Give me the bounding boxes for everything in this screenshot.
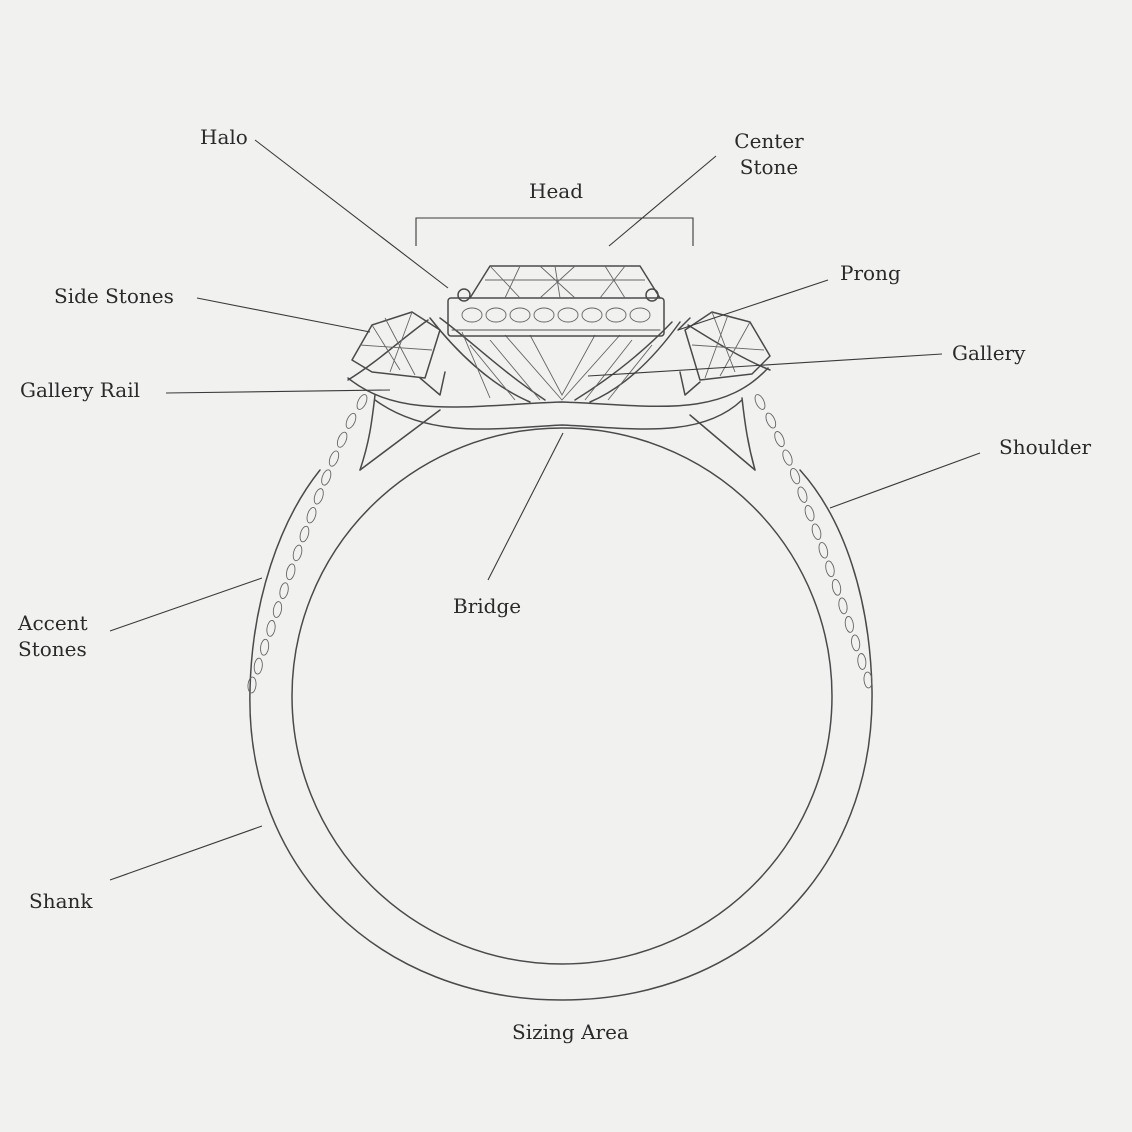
accent-stone — [356, 394, 368, 410]
gallery-wire-left — [347, 319, 429, 381]
accent-stones-right — [754, 394, 873, 689]
accent-stone — [782, 449, 793, 466]
gallery-rail-right-2 — [574, 321, 673, 401]
label-sizing-area: Sizing Area — [512, 1020, 629, 1044]
halo-stones — [461, 307, 651, 323]
accent-stone — [804, 505, 815, 522]
accent-stone — [851, 634, 861, 652]
accent-stone — [260, 638, 270, 656]
shank-left-rise — [249, 469, 321, 691]
halo-stone — [533, 307, 555, 323]
shank-outer-edge — [249, 469, 873, 1001]
accent-stone — [825, 560, 835, 578]
center-stone — [469, 265, 661, 299]
right-shoulder-inner — [689, 414, 756, 471]
halo-stone — [557, 307, 579, 323]
accent-stone — [292, 544, 303, 562]
center-stone-crown — [469, 265, 661, 299]
accent-stone — [266, 620, 276, 637]
accent-stone — [306, 507, 317, 524]
gallery-wire-right — [687, 324, 771, 371]
accent-stone — [321, 469, 332, 486]
label-center-stone: Center Stone — [734, 129, 804, 179]
left-shoulder — [359, 394, 376, 471]
accent-stone — [247, 676, 257, 694]
halo-stone — [629, 307, 651, 323]
label-halo: Halo — [200, 125, 248, 149]
leader-prong — [677, 279, 829, 331]
label-shoulder: Shoulder — [999, 435, 1092, 459]
gallery-rail-left — [429, 317, 531, 403]
leader-bridge — [487, 432, 564, 581]
gallery-rail-left-2 — [439, 317, 546, 401]
label-head: Head — [529, 179, 584, 203]
label-accent-stones: Accent Stones — [18, 611, 88, 661]
side-stone-right — [679, 311, 771, 396]
prongs — [457, 288, 691, 331]
accent-stone — [838, 597, 848, 615]
leader-shoulder — [829, 452, 981, 509]
side-stone-left — [351, 311, 446, 396]
accent-stone — [765, 412, 777, 429]
leader-center-stone — [608, 155, 717, 247]
accent-stone — [272, 601, 283, 618]
halo-stone — [509, 307, 531, 323]
leader-gallery — [587, 353, 943, 377]
accent-stone — [299, 525, 310, 543]
accent-stone — [797, 486, 808, 503]
halo-stone — [581, 307, 603, 323]
accent-stone — [857, 653, 867, 670]
shank-inner-circle — [291, 427, 833, 965]
leader-side-stones — [196, 297, 371, 333]
accent-stone — [844, 616, 854, 633]
accent-stone — [313, 488, 324, 505]
gallery-rail-right — [589, 321, 681, 403]
bridge — [347, 367, 769, 430]
leader-shank — [109, 825, 263, 881]
label-prong: Prong — [840, 261, 901, 285]
label-side-stones: Side Stones — [54, 284, 174, 308]
label-shank: Shank — [29, 889, 93, 913]
head-bracket — [415, 217, 694, 246]
accent-stone — [818, 542, 829, 559]
halo — [447, 297, 665, 337]
accent-stone — [253, 657, 263, 675]
accent-stone — [754, 394, 766, 410]
halo-frame — [447, 297, 665, 337]
right-shoulder — [741, 397, 756, 471]
halo-stone — [485, 307, 507, 323]
leader-halo — [254, 139, 449, 289]
accent-stone — [286, 563, 296, 581]
gallery — [461, 331, 653, 401]
left-shoulder-inner — [359, 409, 441, 471]
accent-stone — [831, 579, 842, 596]
shoulders — [359, 394, 756, 471]
accent-stone — [811, 523, 822, 540]
bridge-lower-arch — [374, 399, 743, 430]
halo-stone — [605, 307, 627, 323]
accent-stone — [790, 468, 801, 485]
leader-accent-stones — [109, 577, 263, 632]
accent-stone — [774, 431, 785, 448]
bridge-arch — [347, 367, 769, 408]
accent-stone — [336, 431, 348, 448]
label-gallery: Gallery — [952, 341, 1026, 365]
label-bridge: Bridge — [453, 594, 522, 618]
label-gallery-rail: Gallery Rail — [20, 378, 140, 402]
halo-stone — [461, 307, 483, 323]
accent-stone — [328, 450, 340, 467]
leader-lines — [109, 139, 981, 881]
accent-stone — [279, 582, 289, 599]
accent-stones-left — [247, 394, 368, 694]
leader-gallery-rail — [165, 389, 391, 394]
accent-stone — [345, 412, 357, 429]
shank — [249, 427, 873, 1001]
accent-stone — [863, 671, 873, 689]
